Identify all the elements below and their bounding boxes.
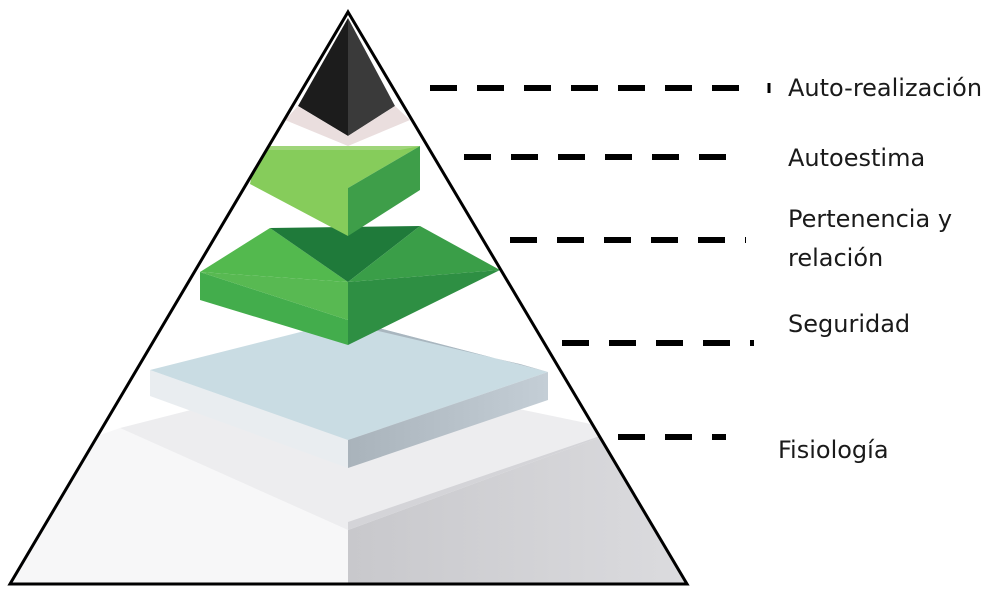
label-autoestima: Autoestima [788, 144, 925, 172]
label-seguridad: Seguridad [788, 310, 910, 338]
label-pertenencia-line-1: Pertenencia y [788, 205, 952, 233]
label-fisiologia: Fisiología [778, 436, 889, 464]
label-auto-realizacion: Auto-realización [788, 74, 982, 102]
label-pertenencia-line-2: relación [788, 244, 883, 272]
level-labels: Auto-realización Autoestima Pertenencia … [778, 74, 982, 464]
layer-auto-realizacion [285, 18, 410, 146]
